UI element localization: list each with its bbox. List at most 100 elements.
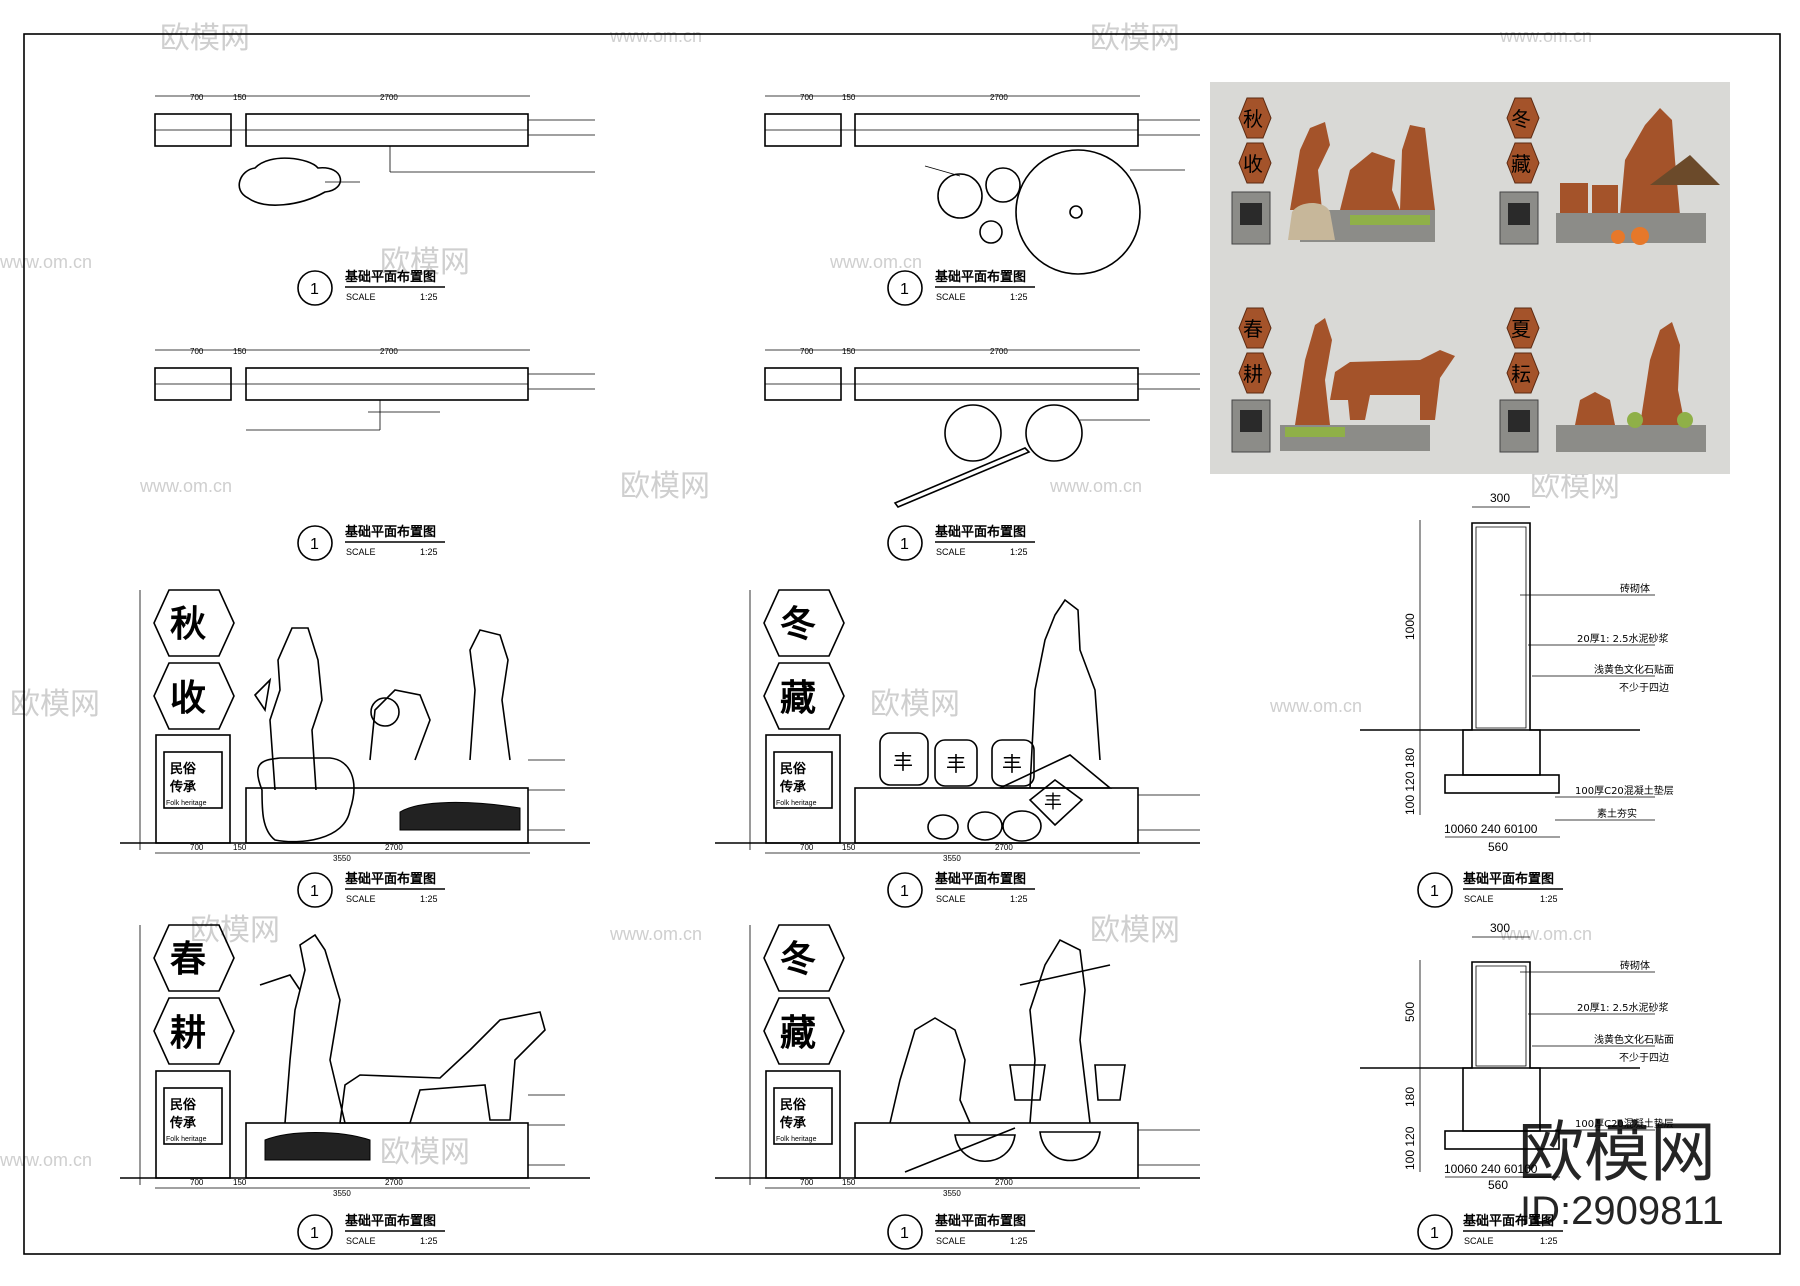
dim-label: 700: [190, 93, 204, 102]
render-char: 冬: [1511, 107, 1531, 131]
dim-label: 150: [842, 93, 856, 102]
elevation-summer: 冬 藏 民俗 传承 Folk heritage 700 150 2700 355…: [715, 924, 1200, 1198]
render-char: 藏: [1511, 152, 1531, 176]
title-block: 1 基础平面布置图 SCALE 1:25: [297, 1213, 445, 1250]
brand-url-watermark: www.om.cn: [0, 252, 92, 272]
dim-label: 100 120: [1403, 1126, 1417, 1170]
drawing-title: 基础平面布置图: [1462, 871, 1554, 887]
dim-label: 150: [233, 347, 247, 356]
section-note: 砖砌体: [1620, 959, 1650, 972]
dim-label: 700: [800, 843, 814, 852]
brand-url-watermark: www.om.cn: [609, 26, 702, 46]
dim-label: 3550: [333, 1189, 351, 1198]
dim-label: 150: [233, 93, 247, 102]
sign-text: 传承: [169, 1115, 196, 1131]
elevation-char: 秋: [170, 604, 206, 645]
sign-text: Folk heritage: [166, 1136, 207, 1143]
brand-watermark: 欧模网: [190, 913, 280, 948]
render-panel: 秋 收 冬 藏: [1210, 82, 1730, 474]
brand-url-watermark: www.om.cn: [0, 1150, 92, 1170]
dim-label: 100 120: [1403, 771, 1417, 815]
section-note: 100厚C20混凝土垫层: [1575, 784, 1674, 797]
dim-label: 300: [1490, 921, 1510, 935]
brand-watermark: 欧模网: [1530, 469, 1620, 504]
scale-label: SCALE: [346, 1236, 376, 1246]
render-autumn: 秋 收: [1231, 97, 1435, 245]
scale-value: 1:25: [420, 1236, 438, 1246]
drawing-title: 基础平面布置图: [934, 871, 1026, 887]
id-label: ID:2909811: [1520, 1189, 1724, 1233]
marker-number: 1: [310, 536, 319, 553]
brand-watermark: 欧模网: [1090, 21, 1180, 56]
title-block: 1 基础平面布置图 SCALE 1:25: [297, 524, 445, 561]
drawing-title: 基础平面布置图: [344, 871, 436, 887]
brand-url-watermark: www.om.cn: [139, 476, 232, 496]
brand-url-watermark: www.om.cn: [829, 252, 922, 272]
marker-number: 1: [900, 1225, 909, 1242]
brand-url-watermark: www.om.cn: [1499, 26, 1592, 46]
dim-label: 2700: [380, 347, 398, 356]
marker-number: 1: [310, 281, 319, 298]
sign-text: 传承: [169, 779, 196, 795]
sign-text: Folk heritage: [776, 800, 817, 807]
elevation-char: 藏: [780, 1013, 816, 1054]
dim-label: 180: [1403, 1087, 1417, 1107]
elevation-char: 耕: [170, 1013, 206, 1054]
dim-label: 700: [800, 1178, 814, 1187]
brand-watermark: 欧模网: [620, 469, 710, 504]
dim-label: 180: [1403, 748, 1417, 768]
harvest-char: 丰: [1002, 752, 1022, 776]
drawing-title: 基础平面布置图: [344, 524, 436, 540]
dim-label: 560: [1488, 840, 1508, 854]
marker-number: 1: [900, 281, 909, 298]
scale-value: 1:25: [1010, 1236, 1028, 1246]
section-note: 不少于四边: [1619, 1052, 1669, 1064]
dim-label: 700: [800, 93, 814, 102]
scale-value: 1:25: [420, 292, 438, 302]
section-note: 20厚1: 2.5水泥砂浆: [1577, 632, 1669, 645]
plan-view-4: 700 150 2700: [764, 347, 1200, 508]
title-block: 1 基础平面布置图 SCALE 1:25: [1417, 1213, 1563, 1250]
dim-label: 3550: [333, 854, 351, 863]
scale-label: SCALE: [936, 1236, 966, 1246]
brand-watermark: 欧模网: [160, 21, 250, 56]
marker-number: 1: [900, 883, 909, 900]
dim-label: 2700: [385, 843, 403, 852]
drawing-title: 基础平面布置图: [344, 269, 436, 285]
sheet-border: [23, 33, 1781, 1255]
sign-text: 民俗: [170, 1097, 197, 1113]
plan-view-2: 700 150 2700: [764, 93, 1200, 275]
dim-label: 700: [190, 347, 204, 356]
elevation-char: 春: [170, 939, 206, 980]
section-note: 砖砌体: [1620, 582, 1650, 595]
wall-section-bottom: 300 500 180 100 120 10060 240 60100 560 …: [1360, 921, 1674, 1192]
sign-text: 传承: [779, 1115, 806, 1131]
section-note: 浅黄色文化石贴面: [1594, 663, 1674, 676]
scale-value: 1:25: [1540, 1236, 1558, 1246]
marker-number: 1: [310, 1225, 319, 1242]
scale-value: 1:25: [1010, 292, 1028, 302]
sign-text: Folk heritage: [166, 800, 207, 807]
drawing-title: 基础平面布置图: [934, 269, 1026, 285]
title-block: 1 基础平面布置图 SCALE 1:25: [297, 871, 445, 908]
brand-url-watermark: www.om.cn: [1499, 924, 1592, 944]
dim-label: 3550: [943, 1189, 961, 1198]
sign-text: 民俗: [170, 761, 197, 777]
elevation-char: 冬: [780, 939, 816, 980]
scale-value: 1:25: [1010, 894, 1028, 904]
elevation-char: 冬: [780, 604, 816, 645]
title-block: 1 基础平面布置图 SCALE 1:25: [887, 871, 1035, 908]
section-note: 20厚1: 2.5水泥砂浆: [1577, 1001, 1669, 1014]
dim-label: 1000: [1403, 613, 1417, 640]
drawing-title: 基础平面布置图: [934, 1213, 1026, 1229]
sculpture-plan-outline: [238, 157, 342, 206]
harvest-char: 丰: [946, 752, 966, 776]
brand-watermark: 欧模网: [380, 1135, 470, 1170]
scale-label: SCALE: [346, 547, 376, 557]
scale-label: SCALE: [936, 894, 966, 904]
sign-text: 民俗: [780, 761, 807, 777]
render-char: 春: [1243, 317, 1263, 341]
drawing-title: 基础平面布置图: [344, 1213, 436, 1229]
dim-label: 150: [842, 1178, 856, 1187]
